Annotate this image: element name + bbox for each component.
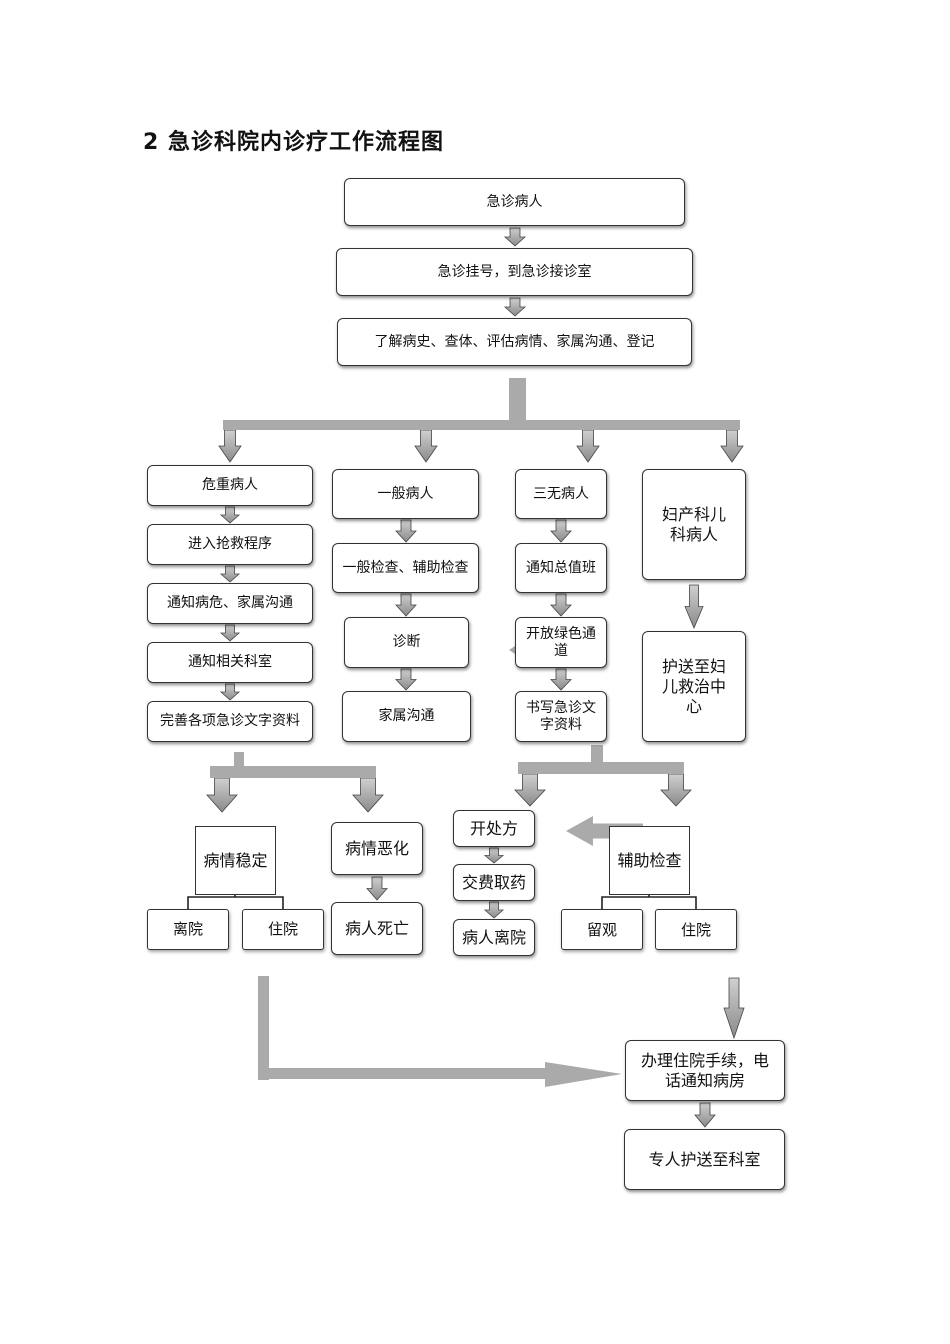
split-bar: [509, 378, 526, 420]
node-write-docs: 书写急诊文字资料: [515, 691, 607, 742]
arrow-down-icon: [483, 847, 505, 864]
tree-connector: [187, 896, 284, 909]
node-assess: 了解病史、查体、评估病情、家属沟通、登记: [337, 318, 692, 366]
node-observe: 留观: [561, 909, 643, 950]
node-notify-duty: 通知总值班: [515, 543, 607, 593]
arrow-down-icon: [395, 593, 417, 617]
arrow-right-icon: [545, 1062, 622, 1087]
arrow-down-icon: [218, 429, 242, 463]
node-diagnosis: 诊断: [344, 617, 469, 668]
arrow-down-icon: [219, 624, 241, 642]
node-rescue: 进入抢救程序: [147, 524, 313, 565]
page-title: 2 急诊科院内诊疗工作流程图: [143, 130, 444, 155]
arrow-down-icon: [414, 429, 438, 463]
arrow-down-icon: [219, 506, 241, 524]
arrow-down-icon: [514, 773, 546, 807]
node-three-none: 三无病人: [515, 469, 607, 519]
arrow-down-icon: [694, 1102, 716, 1128]
node-aux-exam: 辅助检查: [609, 826, 690, 895]
node-death: 病人死亡: [331, 902, 423, 955]
route-bar: [258, 976, 269, 1080]
node-general-exam: 一般检查、辅助检查: [332, 543, 479, 593]
node-discharge: 离院: [147, 909, 229, 950]
arrow-down-icon: [550, 519, 572, 543]
node-admission-proc: 办理住院手续，电话通知病房: [625, 1040, 785, 1101]
arrow-down-icon: [483, 901, 505, 919]
node-critical: 危重病人: [147, 465, 313, 506]
split-bar: [518, 762, 684, 774]
arrow-down-icon: [366, 876, 388, 901]
node-green-channel: 开放绿色通道: [515, 617, 607, 668]
node-prescribe: 开处方: [453, 810, 535, 847]
node-notify-dept: 通知相关科室: [147, 642, 313, 683]
arrow-down-icon: [219, 683, 241, 701]
arrow-down-icon: [723, 977, 745, 1040]
arrow-down-icon: [684, 584, 704, 630]
arrow-down-icon: [395, 668, 417, 691]
tree-connector: [601, 896, 697, 909]
split-bar: [210, 766, 376, 778]
node-worse: 病情恶化: [331, 822, 423, 875]
arrow-down-icon: [503, 297, 527, 317]
arrow-down-icon: [660, 773, 692, 807]
node-notify-critical: 通知病危、家属沟通: [147, 583, 313, 624]
node-general: 一般病人: [332, 469, 479, 519]
node-complete-docs: 完善各项急诊文字资料: [147, 701, 313, 742]
node-escort-ward: 专人护送至科室: [624, 1129, 785, 1190]
split-bar: [591, 745, 603, 763]
arrow-down-icon: [720, 429, 744, 463]
arrow-down-icon: [576, 429, 600, 463]
node-stable: 病情稳定: [195, 826, 276, 895]
arrow-down-icon: [219, 565, 241, 583]
node-admit-right: 住院: [655, 909, 737, 950]
arrow-down-icon: [550, 593, 572, 617]
split-bar: [234, 752, 244, 768]
route-bar: [258, 1068, 548, 1079]
node-family-comm: 家属沟通: [342, 691, 471, 742]
node-obstetric: 妇产科儿科病人: [642, 469, 746, 580]
arrow-down-icon: [352, 777, 384, 813]
node-escort-center: 护送至妇儿救治中心: [642, 631, 746, 742]
node-pay-medicine: 交费取药: [453, 864, 535, 901]
split-bar: [223, 420, 740, 430]
arrow-down-icon: [206, 777, 238, 813]
arrow-down-icon: [503, 227, 527, 247]
arrow-down-icon: [395, 519, 417, 543]
node-register: 急诊挂号，到急诊接诊室: [336, 248, 693, 296]
node-admit-left: 住院: [242, 909, 324, 950]
arrow-down-icon: [550, 668, 572, 691]
node-emergency-patient: 急诊病人: [344, 178, 685, 226]
node-patient-leave: 病人离院: [453, 919, 535, 956]
